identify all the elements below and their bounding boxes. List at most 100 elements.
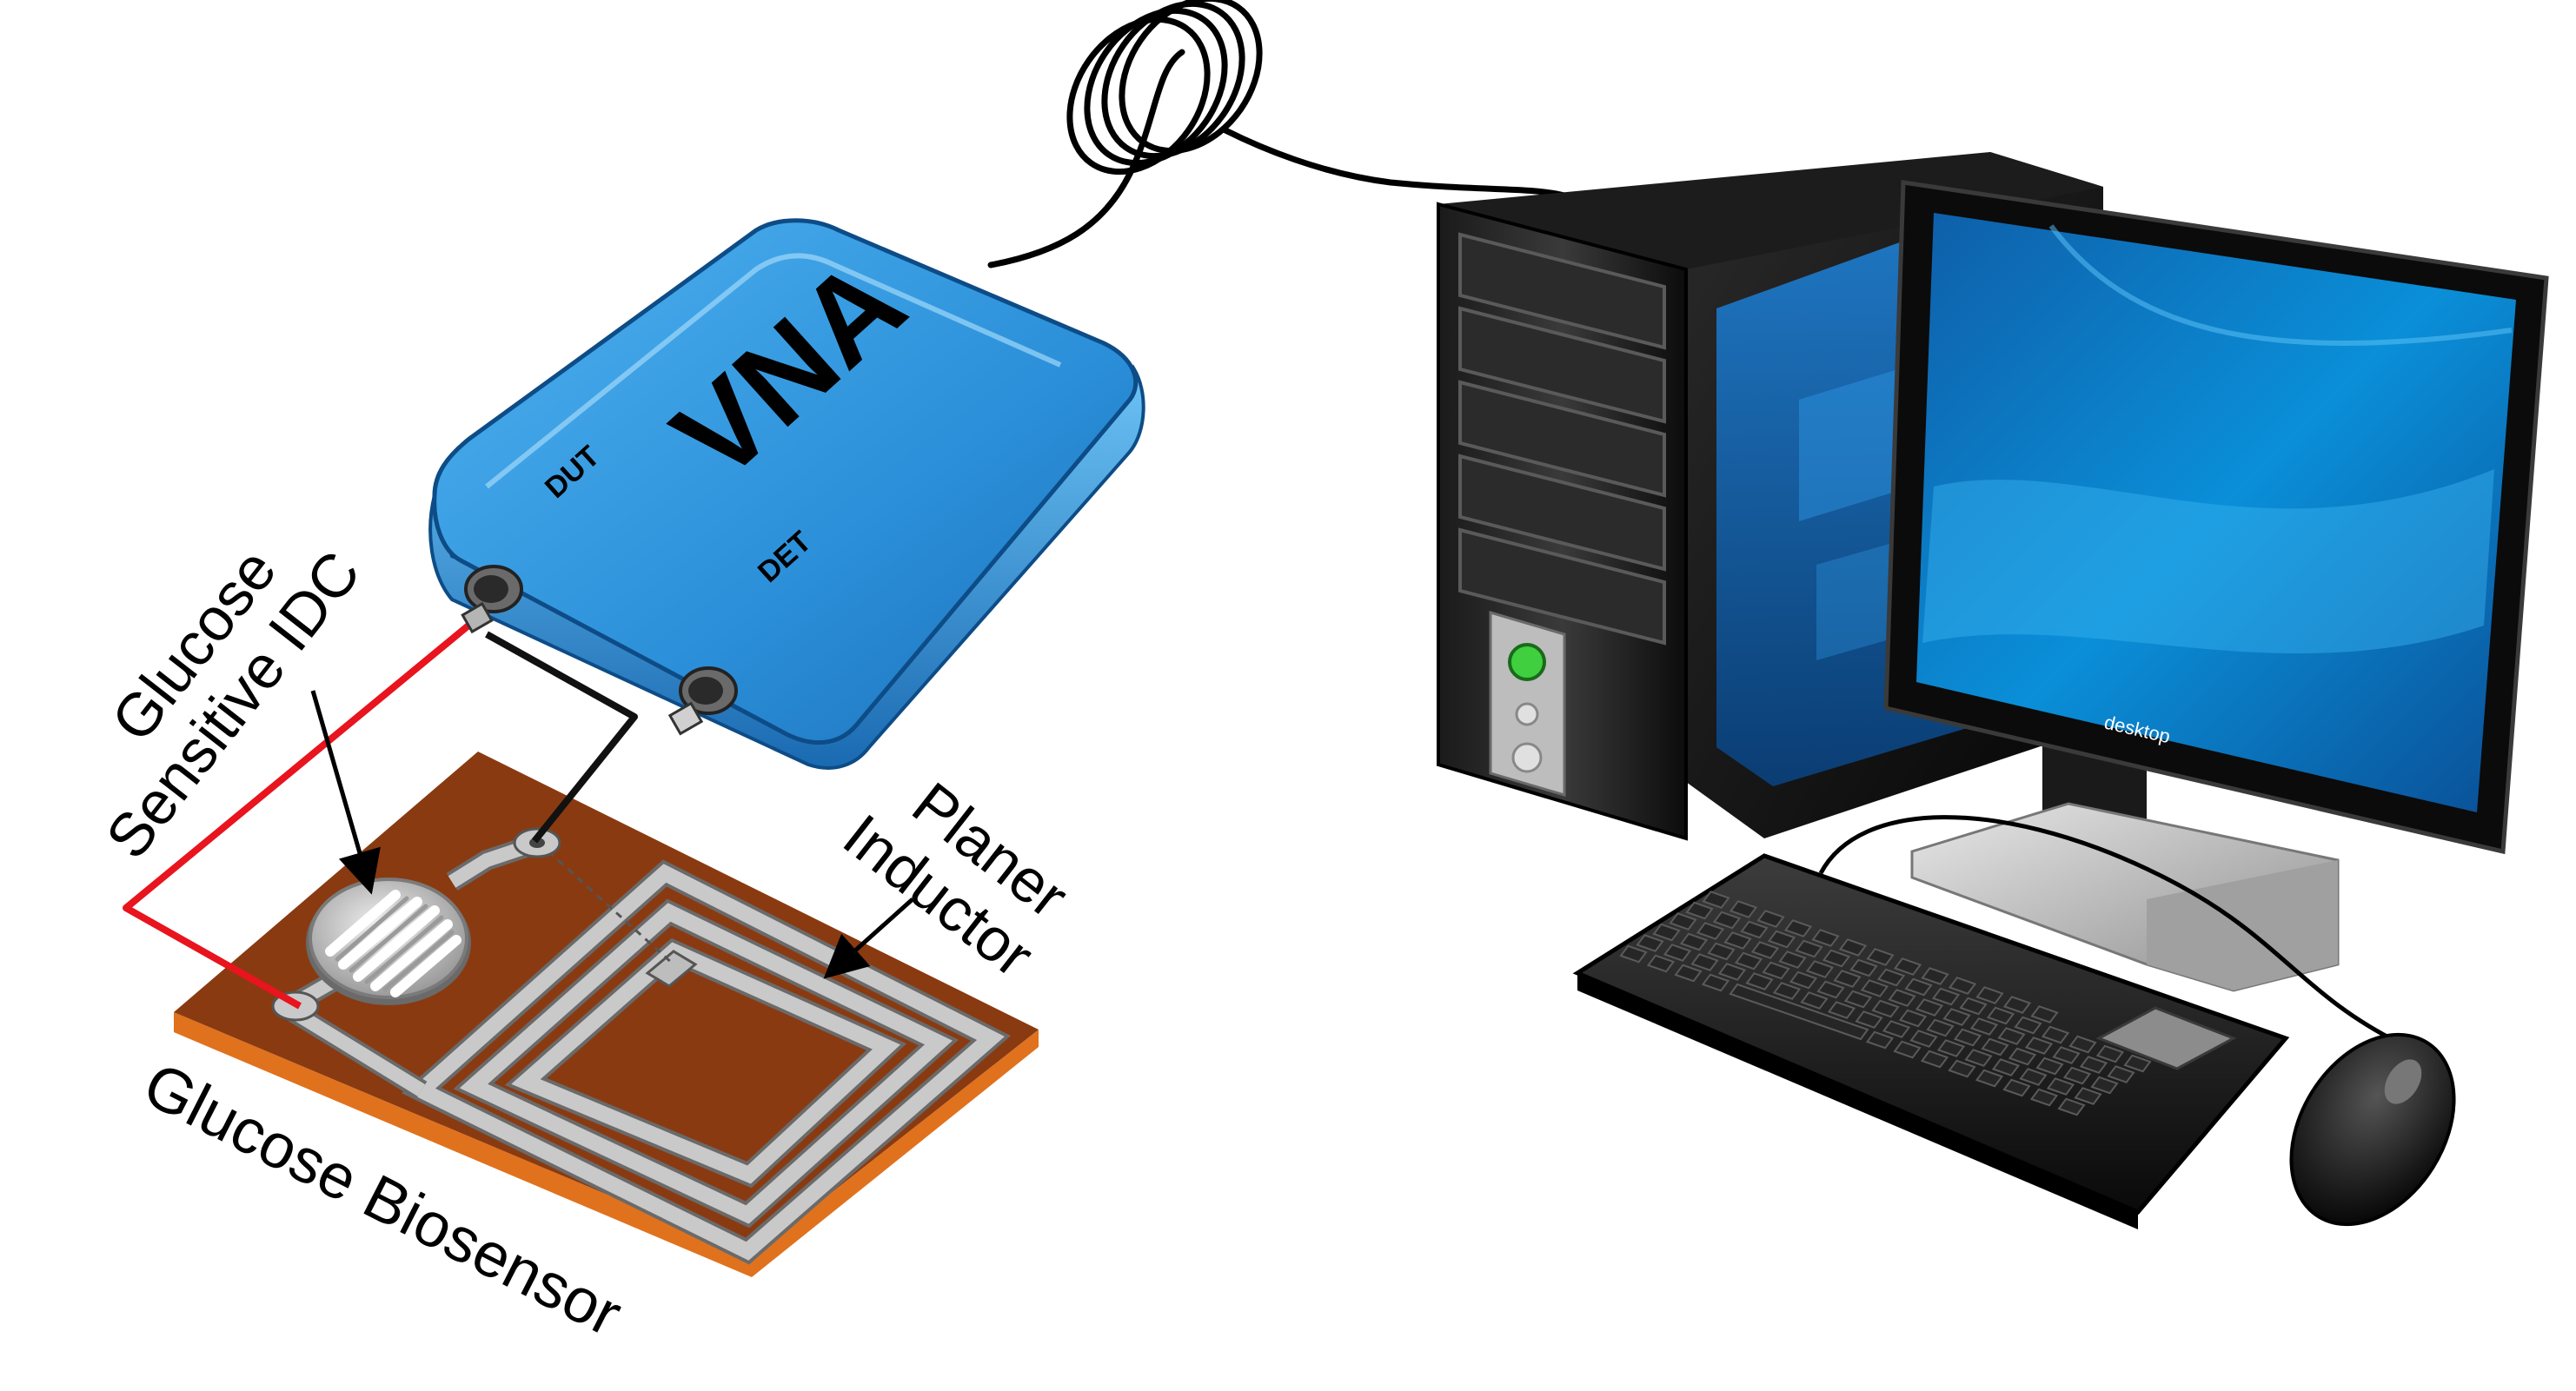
- drive-bays: [1458, 232, 1666, 646]
- keyboard-key: [2002, 996, 2032, 1014]
- keyboard-key: [1685, 901, 1714, 920]
- keyboard-key: [1717, 963, 1747, 981]
- keyboard-key: [1888, 989, 1916, 1007]
- keyboard-key: [1729, 900, 1758, 918]
- keyboard-key: [2046, 1077, 2075, 1096]
- power-button-icon: [1508, 643, 1546, 681]
- keyboard-key: [1740, 920, 1769, 939]
- keyboard-key: [1669, 912, 1697, 931]
- keyboard-key: [2008, 1047, 2037, 1066]
- inductor-arrow: [823, 898, 914, 979]
- keyboard-key: [1707, 942, 1736, 961]
- keyboard-key: [1931, 987, 1961, 1006]
- keyboard-key: [1942, 1008, 1971, 1026]
- usb-cable: [987, 0, 1568, 268]
- keyboard-key: [1816, 980, 1845, 999]
- mouse: [1818, 815, 2456, 1227]
- keyboard-key: [1920, 1050, 1949, 1069]
- substrate-edge: [174, 1012, 1039, 1277]
- keyboard-key: [2052, 1046, 2081, 1064]
- keyboard-key: [1636, 934, 1664, 952]
- keyboard-key: [1619, 944, 1648, 964]
- keyboard-key: [1953, 1028, 1982, 1047]
- keyboard-key: [1865, 1030, 1895, 1050]
- keyboard-key: [1975, 986, 2004, 1004]
- keyboard-key: [1991, 1058, 2021, 1076]
- keyboard-key: [1646, 954, 1676, 973]
- det-connector: [667, 666, 738, 736]
- keyboard: [1572, 853, 2290, 1229]
- keyboard-key: [2024, 1037, 2054, 1055]
- glucose-sensitive-idc: [306, 878, 471, 1005]
- keyboard-key: [1674, 964, 1703, 983]
- monitor-screen: [1916, 213, 2516, 812]
- keyboard-key: [2002, 1078, 2031, 1097]
- keyboard-key: [1969, 1017, 1999, 1036]
- label-glucose-sensitive-idc: Glucose Sensitive IDC: [93, 536, 374, 871]
- keyboard-display-strip: [2095, 1006, 2237, 1070]
- keyboard-key: [1997, 1027, 2026, 1045]
- keyboard-key: [1712, 911, 1742, 930]
- keyboard-keys: [1619, 891, 2152, 1116]
- keyboard-key: [1855, 1010, 1883, 1029]
- vna-device: VNA DUT DET: [428, 218, 1145, 770]
- keyboard-key: [1734, 951, 1763, 970]
- keyboard-key: [1964, 1049, 1993, 1067]
- keyboard-key: [1898, 1009, 1928, 1028]
- keyboard-spacebar: [1729, 983, 1869, 1041]
- keyboard-key: [1702, 891, 1730, 909]
- planar-inductor: [401, 859, 1012, 1265]
- keyboard-key: [2107, 1065, 2135, 1083]
- keyboard-key: [2123, 1054, 2152, 1073]
- keyboard-key: [1805, 960, 1835, 978]
- keyboard-key: [1756, 910, 1785, 928]
- keyboard-key: [1833, 970, 1862, 988]
- keyboard-key: [1723, 931, 1752, 950]
- keyboard-key: [1893, 1040, 1922, 1059]
- vna-side: [428, 364, 1145, 770]
- red-wire: [123, 618, 476, 1010]
- keyboard-key: [1921, 967, 1949, 985]
- keyboard-key: [1822, 949, 1851, 968]
- keyboard-key: [1679, 932, 1709, 951]
- keyboard-key: [1860, 979, 1889, 997]
- keyboard-key: [2035, 1056, 2064, 1076]
- keyboard-key: [1767, 930, 1796, 949]
- dut-connector: [461, 565, 523, 634]
- keyboard-key: [2090, 1076, 2119, 1095]
- keyboard-key: [1701, 973, 1730, 992]
- keyboard-key: [1811, 929, 1840, 947]
- keyboard-key: [2029, 1088, 2059, 1107]
- keyboard-key: [1783, 919, 1813, 937]
- keyboard-key: [1909, 1030, 1938, 1048]
- keyboard-key: [2019, 1068, 2048, 1086]
- keyboard-key: [1750, 941, 1780, 959]
- keyboard-key: [1663, 944, 1692, 962]
- keyboard-key: [2057, 1097, 2086, 1116]
- mouse-body: [2289, 1032, 2456, 1227]
- biosensor-board: [174, 752, 1039, 1277]
- keyboard-key: [1795, 939, 1823, 958]
- idc-arrow: [310, 690, 381, 895]
- keyboard-key: [1986, 1006, 2015, 1025]
- computer-monitor: desktop: [1883, 180, 2549, 992]
- keyboard-key: [1789, 970, 1818, 990]
- keyboard-key: [2095, 1044, 2125, 1063]
- keyboard-key: [1696, 922, 1725, 940]
- keyboard-key: [1871, 999, 1900, 1018]
- keyboard-key: [1936, 1039, 1966, 1057]
- keyboard-key: [1762, 961, 1790, 980]
- inductor-center-pad: [645, 950, 698, 988]
- keyboard-key: [1745, 972, 1774, 990]
- keyboard-key: [1843, 990, 1873, 1009]
- keyboard-key: [1948, 977, 1977, 995]
- mouse-cable: [1818, 815, 2400, 1045]
- keyboard-key: [1652, 923, 1681, 942]
- keyboard-key: [1800, 991, 1829, 1010]
- keyboard-key: [1915, 998, 1944, 1017]
- keyboard-key: [1778, 951, 1807, 969]
- keyboard-key: [1876, 968, 1906, 987]
- vna-top: [432, 218, 1139, 745]
- black-wire: [485, 631, 638, 844]
